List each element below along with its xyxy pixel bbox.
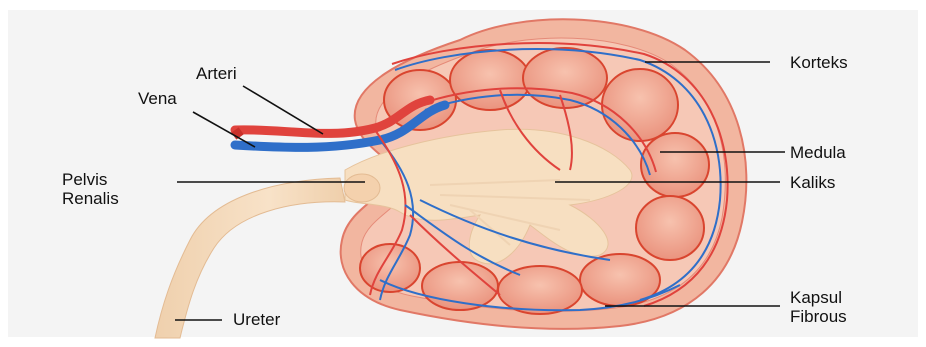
label-arteri: Arteri xyxy=(196,64,237,83)
label-medula: Medula xyxy=(790,143,846,162)
label-pelvis-line2: Renalis xyxy=(62,189,119,208)
pelvis-bulge xyxy=(344,174,380,202)
label-vena: Vena xyxy=(138,89,177,108)
label-kapsul-fibrous: Kapsul Fibrous xyxy=(790,288,847,326)
label-kapsul-line1: Kapsul xyxy=(790,288,847,307)
label-kapsul-line2: Fibrous xyxy=(790,307,847,326)
label-pelvis-renalis: Pelvis Renalis xyxy=(62,170,119,208)
label-kaliks: Kaliks xyxy=(790,173,835,192)
label-ureter: Ureter xyxy=(233,310,280,329)
label-pelvis-line1: Pelvis xyxy=(62,170,119,189)
label-korteks: Korteks xyxy=(790,53,848,72)
